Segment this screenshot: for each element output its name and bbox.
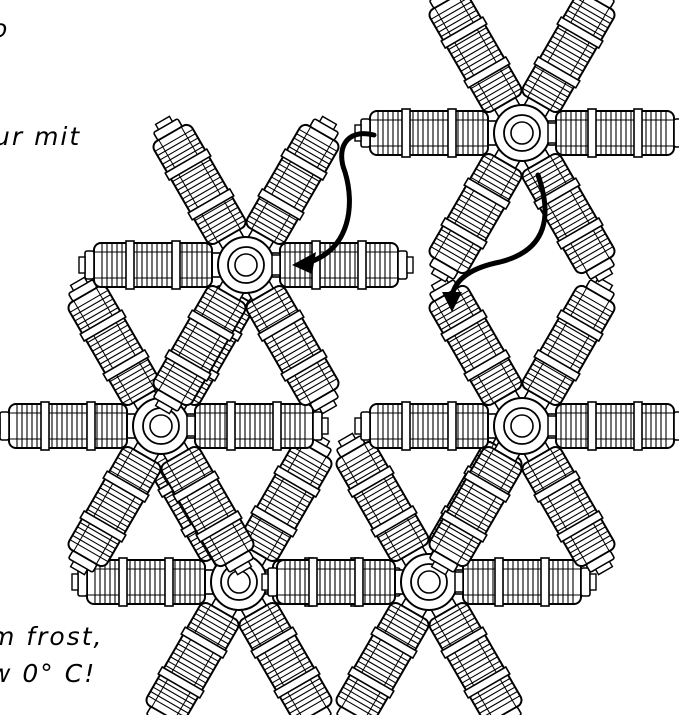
- caption-line-3: m frost,: [0, 622, 104, 651]
- hose-arrow: [307, 131, 377, 265]
- arrow-head-down: [442, 292, 462, 312]
- filter-star: [355, 0, 679, 290]
- hose-arrow: [449, 172, 548, 299]
- caption-line-2: ur mit: [0, 122, 82, 151]
- caption-line-1: o: [0, 14, 9, 43]
- caption-line-4: w 0° C!: [0, 659, 97, 688]
- arrow-head-left: [292, 252, 316, 274]
